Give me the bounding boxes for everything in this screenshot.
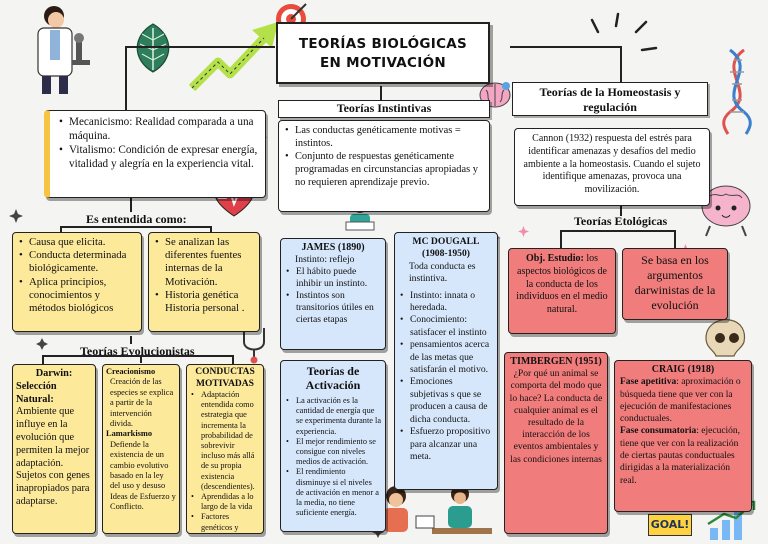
mcdougall-item: pensamientos acerca de las metas que sat… [399, 339, 493, 376]
dna-icon [722, 48, 752, 135]
lamarkism-text: Defiende la existencia de un cambio evol… [110, 439, 176, 512]
understood-left-box: Causa que elicita. Conducta determinada … [12, 232, 142, 332]
ethological-object-box: Obj. Estudio: los aspectos biológicos de… [508, 248, 616, 334]
james-item: Instintos son transitorios útiles en cie… [285, 290, 381, 326]
timbergen-text: ¿Por qué un animal se comporta del modo … [509, 368, 603, 465]
craig-phase-consummatory: Fase consumatoria: ejecución, tiene que … [620, 426, 741, 486]
mechanism-box: Mecanicismo: Realidad comparada a una má… [44, 110, 266, 198]
creationism-box: Creacionismo Creación de las especies se… [102, 364, 180, 534]
homeostasis-text: Cannon (1932) respuesta del estrés para … [523, 133, 701, 196]
darwin-box: Darwin: Selección Natural: Ambiente que … [12, 364, 96, 534]
motivated-item: Aprendidas a lo largo de la vida [190, 492, 260, 512]
connector-line [560, 230, 674, 232]
darwin-text: Ambiente que influye en la evolución que… [16, 406, 90, 507]
connector-line [42, 355, 232, 357]
connector-line [130, 196, 132, 212]
understood-left-item: Causa que elicita. [18, 236, 137, 249]
mcdougall-title: MC DOUGALL (1908-1950) [412, 236, 480, 260]
connector-line [60, 226, 210, 228]
darwinist-text: Se basa en los argumentos darwinistas de… [634, 253, 716, 312]
sparkle-lines-icon [590, 12, 658, 52]
connector-line [125, 46, 127, 112]
title-line-1: TEORÍAS BIOLÓGICAS [298, 36, 468, 52]
creationism-label: Creacionismo [106, 367, 156, 376]
james-title: JAMES (1890) [301, 242, 365, 253]
cute-brain-icon [701, 185, 751, 237]
activation-item: La activación es la cantidad de energía … [285, 396, 381, 437]
connector-line [125, 46, 275, 48]
connector-line [60, 226, 62, 234]
vitalism-item: Vitalismo: Condición de expresar energía… [58, 143, 259, 171]
motivated-item: Factores genéticos y ambientales. [190, 512, 260, 533]
motivated-item: Adaptación entendida como estrategia que… [190, 390, 260, 492]
understood-right-box: Se analizan las diferentes fuentes inter… [148, 232, 260, 332]
stethoscope-icon [243, 328, 265, 364]
mcdougall-line: Toda conducta es instintiva. [409, 260, 476, 285]
connector-line [510, 46, 620, 48]
connector-line [620, 46, 622, 82]
mcdougall-item: Esfuerzo propositivo para alcanzar una m… [399, 426, 493, 463]
understood-left-item: Conducta determinada biológicamente. [18, 249, 137, 275]
instinct-item: Las conductas genéticamente motivas = in… [284, 124, 485, 150]
motivated-box: CONDUCTAS MOTIVADAS Adaptación entendida… [186, 364, 264, 534]
mcdougall-item: Instinto: innata o heredada. [399, 290, 493, 315]
activation-item: El rendimiento disminuye si el niveles d… [285, 467, 381, 518]
instinct-box: Las conductas genéticamente motivas = in… [278, 120, 490, 212]
timbergen-title: TIMBERGEN (1951) [510, 356, 602, 367]
scientist-illustration [37, 6, 90, 94]
understood-right-item: Historia genética Historia personal . [154, 289, 255, 315]
connector-line [674, 230, 676, 250]
connector-line [210, 226, 212, 234]
lamarkism-label: Lamarkismo [106, 429, 153, 439]
connector-line [42, 355, 44, 365]
darwin-title: Darwin: [35, 368, 73, 379]
creationism-text: Creación de las especies se explica a pa… [110, 377, 174, 429]
ethological-object-text: los aspectos biológicos de la conducta d… [516, 253, 608, 316]
instinct-heading: Teorías Instintivas [278, 100, 490, 118]
title-line-2: EN MOTIVACIÓN [320, 55, 446, 71]
understood-left-item: Aplica principios, conocimientos y métod… [18, 276, 137, 316]
mcdougall-box: MC DOUGALL (1908-1950) Toda conducta es … [394, 232, 498, 490]
connector-line [620, 206, 622, 216]
understood-as-heading: Es entendida como: [86, 212, 187, 226]
craig-title: CRAIG (1918) [651, 364, 715, 375]
growth-arrow-icon [188, 22, 278, 92]
activation-title: Teorías de Activación [305, 364, 361, 392]
mcdougall-item: Conocimiento: satisfacer el instinto [399, 314, 493, 339]
goal-label: GOAL! [650, 518, 690, 531]
mechanism-list: Mecanicismo: Realidad comparada a una má… [58, 115, 259, 171]
activation-item: El mejor rendimiento se consigue con niv… [285, 437, 381, 468]
instinct-item: Conjunto de respuestas genéticamente pro… [284, 150, 485, 189]
activation-box: Teorías de Activación La activación es l… [280, 360, 386, 532]
connector-line [232, 355, 234, 365]
evolutionist-heading: Teorías Evolucionistas [80, 344, 195, 358]
craig-box: CRAIG (1918) Fase apetitiva: aproximació… [614, 360, 752, 512]
darwinist-box: Se basa en los argumentos darwinistas de… [622, 248, 728, 320]
goal-sign: GOAL! [648, 514, 692, 536]
skull-icon [705, 319, 746, 357]
understood-right-item: Se analizan las diferentes fuentes inter… [154, 236, 255, 289]
james-item: El hábito puede inhibir un instinto. [285, 266, 381, 290]
james-line: Instinto: reflejo [295, 254, 355, 265]
mechanism-item: Mecanicismo: Realidad comparada a una má… [58, 115, 259, 143]
connector-line [130, 336, 132, 344]
homeostasis-box: Cannon (1932) respuesta del estrés para … [514, 128, 710, 206]
craig-phase-appetitive: Fase apetitiva: aproximación o búsqueda … [620, 377, 741, 425]
motivated-title: CONDUCTAS MOTIVADAS [195, 367, 255, 389]
leaf-icon [136, 23, 170, 73]
ethological-heading: Teorías Etológicas [574, 214, 668, 228]
main-title: TEORÍAS BIOLÓGICAS EN MOTIVACIÓN [276, 22, 490, 84]
connector-line [380, 86, 382, 102]
connector-line [140, 355, 142, 363]
james-box: JAMES (1890) Instinto: reflejo El hábito… [280, 238, 386, 350]
ethological-object-label: Obj. Estudio: [526, 253, 584, 264]
connector-line [560, 230, 562, 248]
timbergen-box: TIMBERGEN (1951) ¿Por qué un animal se c… [504, 352, 608, 534]
darwin-label: Selección Natural: [16, 380, 57, 405]
homeostasis-heading: Teorías de la Homeostasis y regulación [512, 82, 708, 116]
mcdougall-item: Emociones subjetivas s que se producen a… [399, 376, 493, 426]
